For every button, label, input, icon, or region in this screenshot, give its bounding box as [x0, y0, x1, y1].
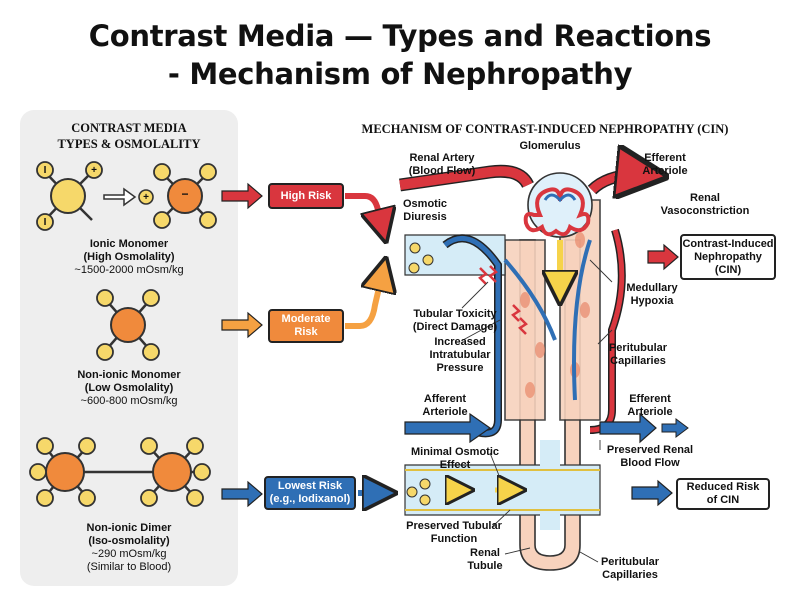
nonionic-dimer-osmolality: (Iso-osmolality): [88, 535, 170, 547]
ionic-monomer-range: ~1500-2000 mOsm/kg: [74, 264, 184, 276]
ionic-monomer-molecule: [36, 161, 103, 231]
preserved-blood-flow-label: Preserved Renal Blood Flow: [606, 444, 694, 469]
efferent-arteriole-top-label: Efferent Arteriole: [642, 152, 688, 177]
ionic-arrow-icon: [103, 187, 137, 207]
high-risk-flow-arrow: [345, 193, 385, 238]
lowest-risk-label-line1: Lowest Risk: [277, 480, 343, 492]
efferent-arteriole-bottom-label: Efferent Arteriole: [627, 393, 673, 418]
main-title: Contrast Media — Types and Reactions: [88, 19, 712, 53]
minimal-osmotic-effect-label: Minimal Osmotic Effect: [410, 446, 500, 471]
ionic-monomer-osmolality: (High Osmolality): [83, 251, 175, 263]
renal-artery: [399, 164, 534, 192]
arrow-to-high-risk: [221, 182, 263, 210]
moderate-risk-label-line1: Moderate: [281, 313, 331, 325]
peritubular-capillaries-top-label: Peritubular Capillaries: [608, 342, 668, 367]
tubular-damage-icon: [478, 265, 528, 335]
afferent-arteriole-arrow: [404, 412, 492, 444]
glomerulus: [523, 172, 593, 238]
panel-title-line1: CONTRAST MEDIA: [71, 121, 187, 135]
renal-tubule-label: Renal Tubule: [467, 547, 503, 572]
moderate-risk-label-line2: Risk: [294, 326, 318, 338]
peritubular-capillaries-bottom-label: Peritubular Capillaries: [600, 556, 660, 581]
cation-icon: [138, 189, 154, 205]
moderate-risk-box: Moderate Risk: [268, 309, 344, 343]
renal-artery-label: Renal Artery (Blood Flow): [408, 152, 476, 177]
renal-vasoconstriction-label: Renal Vasoconstriction: [660, 192, 750, 217]
arrow-to-reduced-risk: [631, 479, 673, 507]
efferent-arteriole-arrow: [599, 412, 689, 444]
preserved-tubular-function-label: Preserved Tubular Function: [406, 520, 502, 545]
high-risk-label: High Risk: [280, 189, 332, 202]
nonionic-monomer-range: ~600-800 mOsm/kg: [80, 395, 178, 407]
nonionic-monomer-osmolality: (Low Osmolality): [84, 382, 174, 394]
efferent-arteriole-top: [587, 175, 660, 190]
iodine-label: +: [91, 165, 97, 176]
contrast-particles-top: [408, 242, 434, 274]
leader-lines: [461, 259, 613, 563]
contrast-particles-bottom: [406, 478, 431, 506]
iodine-label: I: [43, 165, 47, 176]
tubular-toxicity-label: Tubular Toxicity (Direct Damage): [412, 308, 498, 333]
increased-pressure-label: Increased Intratubular Pressure: [429, 336, 491, 374]
iodine-label: I: [43, 217, 47, 228]
arrow-to-moderate-risk: [221, 311, 263, 339]
moderate-risk-flow-arrow: [345, 262, 385, 329]
lowest-risk-box: Lowest Risk (e.g., Iodixanol): [264, 476, 356, 510]
nonionic-dimer-name: Non-ionic Dimer: [86, 522, 172, 534]
lowest-risk-label-line2: (e.g., Iodixanol): [269, 493, 351, 505]
cation-charge-label: +: [143, 192, 149, 203]
reduced-risk-box: Reduced Risk of CIN: [676, 478, 770, 510]
nonionic-dimer-note: (Similar to Blood): [86, 561, 172, 573]
nonionic-monomer-molecule: [96, 289, 160, 361]
main-subtitle: - Mechanism of Nephropathy: [167, 57, 633, 91]
nonionic-monomer-name: Non-ionic Monomer: [77, 369, 181, 381]
mechanism-title: MECHANISM OF CONTRAST-INDUCED NEPHROPATH…: [361, 122, 729, 136]
high-risk-box: High Risk: [268, 183, 344, 209]
ionic-monomer-name: Ionic Monomer: [89, 238, 169, 250]
anion-charge-label: −: [181, 187, 189, 201]
panel-title-line2: TYPES & OSMOLALITY: [57, 137, 201, 151]
osmotic-diuresis-label: Osmotic Diuresis: [402, 198, 447, 223]
afferent-arteriole-label: Afferent Arteriole: [422, 393, 468, 418]
cin-box: Contrast-Induced Nephropathy (CIN): [680, 234, 776, 280]
nonionic-dimer-range: ~290 mOsm/kg: [91, 548, 167, 560]
arrow-to-lowest-risk: [221, 480, 263, 508]
medullary-hypoxia-label: Medullary Hypoxia: [626, 282, 678, 307]
nonionic-dimer-molecule: [29, 437, 211, 507]
arrow-to-cin: [647, 243, 679, 271]
ionized-monomer-molecule: [153, 163, 217, 229]
glomerulus-label: Glomerulus: [519, 140, 581, 152]
